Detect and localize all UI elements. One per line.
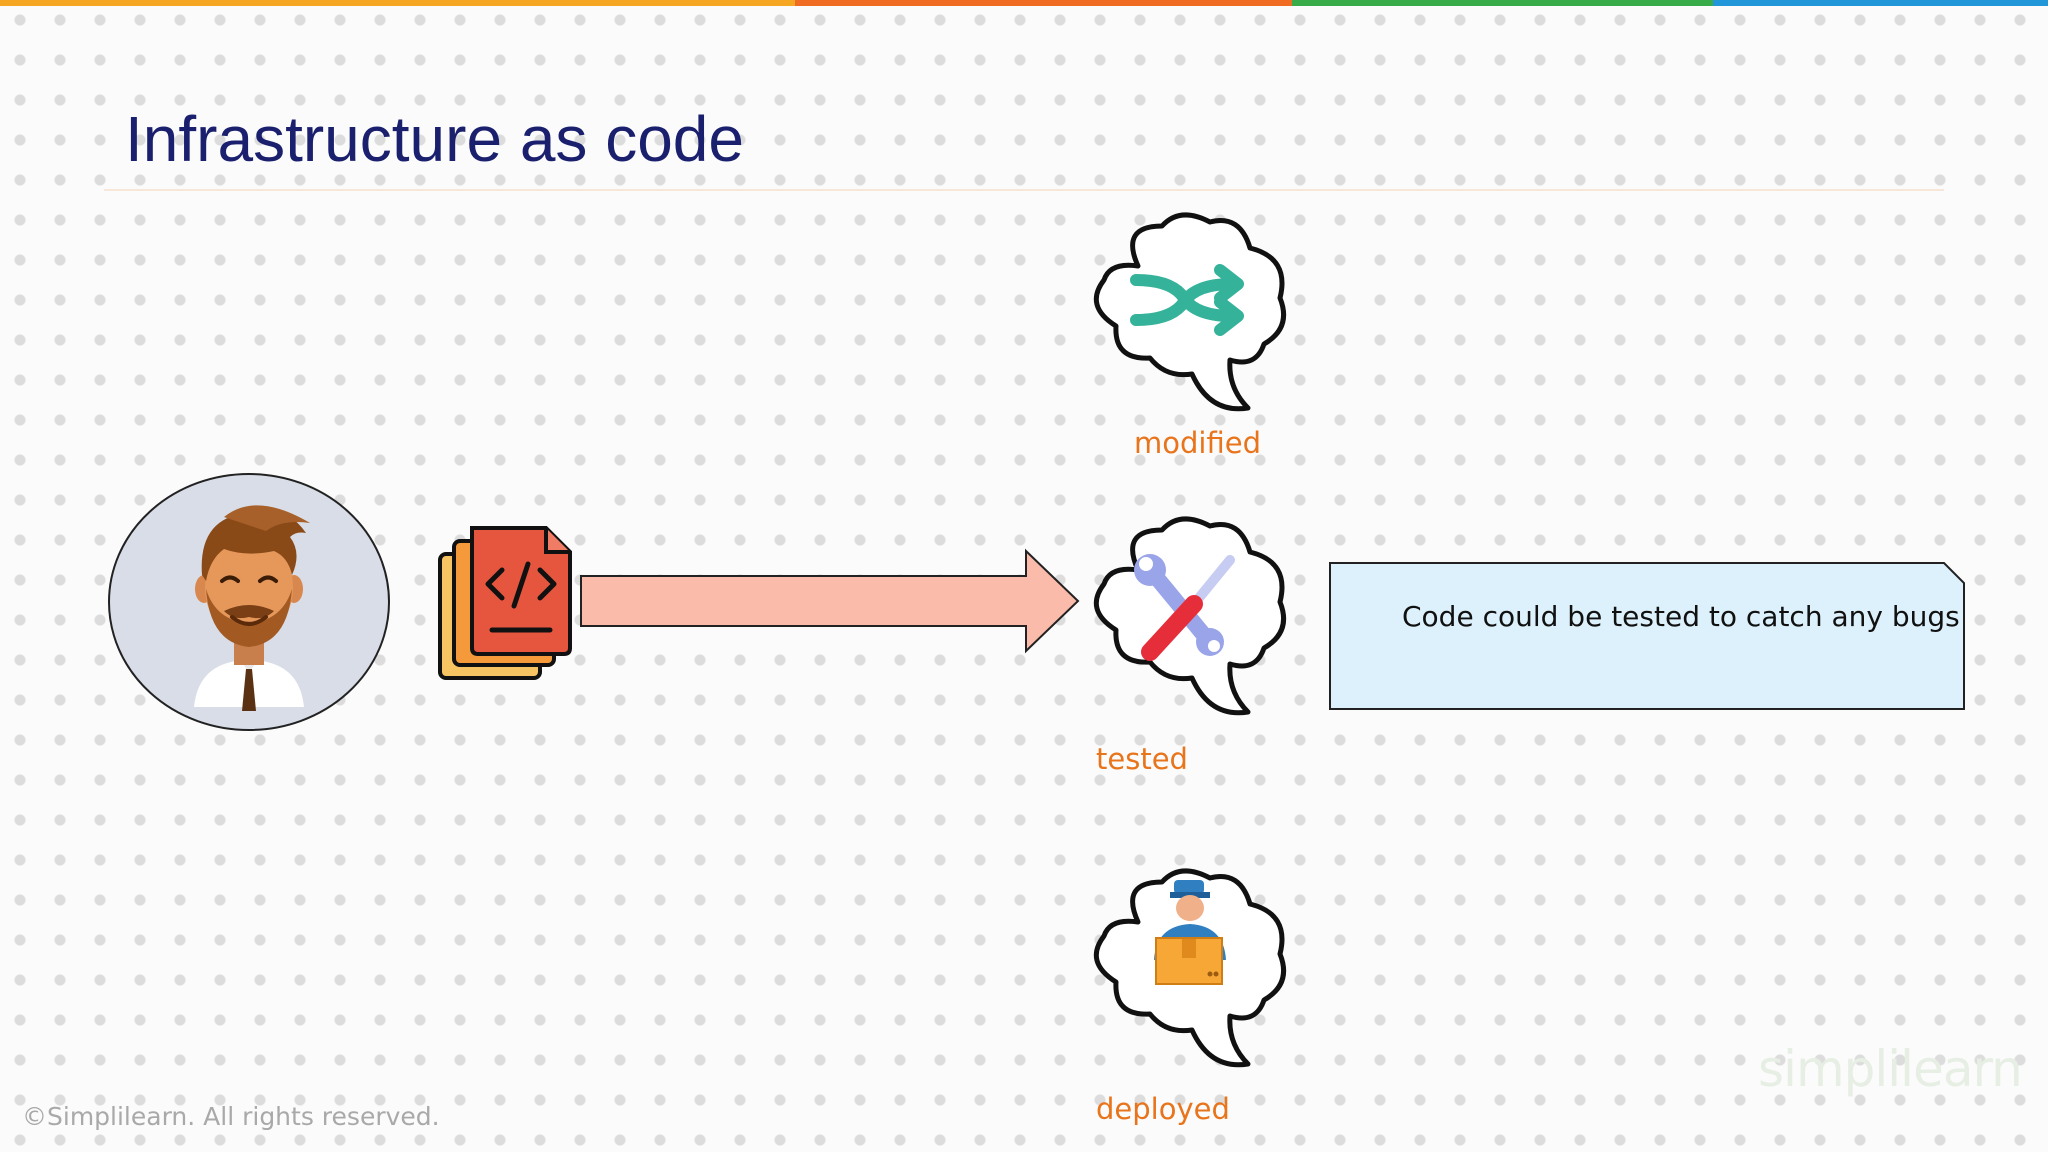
step-label-deployed: deployed: [1096, 1092, 1230, 1126]
developer-avatar-icon: [108, 473, 390, 731]
right-arrow: [580, 548, 1080, 654]
tested-cloud: [1093, 516, 1286, 716]
callout-box: [1329, 562, 1965, 710]
top-color-bar: [0, 0, 2048, 6]
step-label-modified: modified: [1134, 426, 1261, 460]
deployed-cloud: [1093, 868, 1286, 1068]
copyright-footer: ©Simplilearn. All rights reserved.: [22, 1102, 440, 1131]
top-bar-segment-green: [1292, 0, 1713, 6]
shuffle-icon: [1130, 264, 1244, 336]
top-bar-segment-blue: [1713, 0, 2048, 6]
top-bar-segment-red: [795, 0, 1292, 6]
delivery-worker-icon: [1154, 880, 1226, 985]
wrench-screwdriver-icon: [1134, 554, 1235, 661]
code-files-icon: [438, 526, 572, 680]
top-bar-segment-orange: [0, 0, 795, 6]
slide-title: Infrastructure as code: [125, 103, 744, 175]
step-label-tested: tested: [1096, 742, 1188, 776]
modified-cloud: [1093, 212, 1286, 412]
callout-text: Code could be tested to catch any bugs: [1402, 600, 1960, 633]
brand-watermark: simplilearn: [1758, 1040, 2023, 1098]
title-divider: [104, 189, 1944, 191]
